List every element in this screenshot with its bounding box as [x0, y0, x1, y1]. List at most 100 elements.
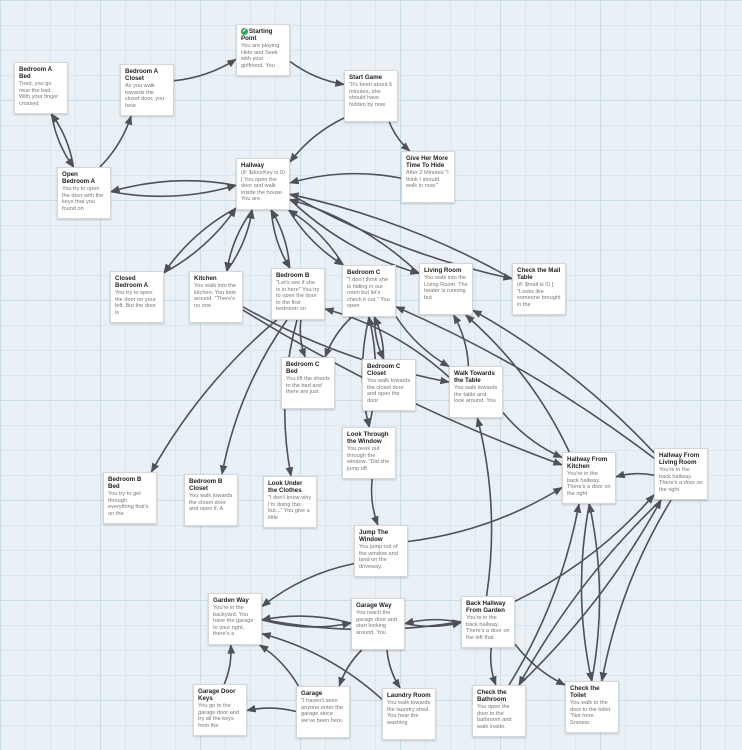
passage-title-text: Jump The Window	[359, 529, 389, 543]
passage-title: Check the Mail Table	[517, 267, 561, 281]
passage-title: Hallway From Kitchen	[567, 456, 611, 470]
link-garage-way-to-laundry	[386, 649, 401, 689]
passage-excerpt: You peek out through the window. "Did sh…	[347, 446, 390, 472]
passage-excerpt: You are playing Hide and Seek with your …	[241, 43, 280, 69]
link-hall-living-to-check-toilet	[599, 499, 672, 682]
link-check-bathroom-to-hall-kitchen	[508, 503, 582, 686]
link-hallway-to-mail-table	[289, 193, 513, 281]
passage-look-clothes[interactable]: Look Under the Clothes"I don't know why …	[263, 476, 317, 528]
passage-title: Living Room	[424, 267, 468, 274]
passage-title-text: Starting Point	[241, 28, 273, 43]
passage-excerpt: You try to get through everything that's…	[108, 491, 149, 517]
passage-excerpt: You reach the garage door and start look…	[356, 610, 398, 636]
link-hallway-to-kitchen	[224, 209, 253, 272]
passage-title: Jump The Window	[359, 529, 403, 543]
passage-excerpt: "Let's see if she is in here" You try to…	[276, 280, 320, 313]
link-look-window-to-jump-window	[370, 478, 379, 526]
passage-excerpt: (if: $doorKey is 0) [ You open the door …	[241, 170, 285, 203]
passage-hallway[interactable]: Hallway(if: $doorKey is 0) [ You open th…	[236, 158, 290, 210]
passage-title-text: Bedroom B Closet	[189, 478, 223, 492]
passage-excerpt: You're in the backyard. You have the gar…	[213, 605, 254, 638]
link-back-hall-garden-to-check-bathroom	[489, 647, 497, 686]
passage-title-text: Hallway From Kitchen	[567, 456, 608, 470]
passage-title: Check the Toilet	[570, 685, 614, 699]
link-start-to-start-game	[289, 60, 345, 87]
link-bedroom-b-to-bedB-closet	[219, 319, 288, 475]
passage-bedroom-c[interactable]: Bedroom C"I don't think she is hiding in…	[342, 265, 396, 317]
link-garage-to-garage-keys	[246, 704, 297, 713]
link-garage-way-to-garage	[338, 649, 363, 687]
passage-title: Bedroom A Closet	[125, 68, 169, 82]
passage-bedroom-b[interactable]: Bedroom B"Let's see if she is in here" Y…	[271, 268, 325, 320]
passage-title: Bedroom B Closet	[189, 478, 233, 492]
passage-title-text: Check the Toilet	[570, 685, 600, 699]
passage-title-text: Open Bedroom A	[62, 171, 96, 185]
passage-title-text: Look Through the Window	[347, 431, 389, 445]
passage-title-text: Hallway	[241, 162, 265, 169]
link-walk-table-to-bedroom-b	[324, 307, 450, 378]
passage-title-text: Garage Way	[356, 602, 392, 609]
passage-excerpt: You go to the garage door and try all th…	[198, 703, 240, 729]
passage-title-text: Bedroom C Closet	[367, 363, 401, 377]
link-hallway-to-bedroom-b	[270, 209, 291, 269]
passage-title: Laundry Room	[387, 692, 431, 699]
passage-title-text: Bedroom C	[347, 269, 381, 276]
passage-garage[interactable]: Garage"I haven't seen anyone enter the g…	[296, 686, 350, 738]
link-bedroom-b-to-bedC-bed	[298, 319, 306, 358]
passage-title-text: Garden Way	[213, 597, 249, 604]
passage-title-text: Bedroom B	[276, 272, 310, 279]
passage-excerpt: Tired, you go near the bed. With your fi…	[19, 81, 59, 107]
passage-title: Bedroom C Closet	[367, 363, 411, 377]
passage-title: ✔Starting Point	[241, 28, 285, 42]
link-jump-window-to-hall-kitchen	[407, 486, 563, 543]
passage-title: Hallway	[241, 162, 285, 169]
passage-title-text: Check the Mail Table	[517, 267, 561, 281]
passage-title-text: Bedroom A Bed	[19, 66, 52, 80]
passage-title: Check the Bathroom	[477, 689, 521, 703]
passage-title-text: Closed Bedroom A	[115, 275, 149, 289]
link-garage-keys-to-garden-way	[223, 644, 236, 685]
link-give-more-time-to-hallway	[289, 172, 402, 185]
passage-mail-table[interactable]: Check the Mail Table(if: $mail is 0) [ "…	[512, 263, 566, 315]
passage-title-text: Hallway From Living Room	[659, 452, 700, 466]
passage-start-game[interactable]: Start Game"It's been about 5 minutes, sh…	[344, 70, 398, 122]
link-laundry-to-garden-way	[261, 632, 383, 700]
link-garage-to-garden-way	[258, 644, 300, 687]
passage-excerpt: "I don't think she is hiding in our room…	[347, 277, 390, 310]
passage-title: Look Under the Clothes	[268, 480, 312, 494]
passage-excerpt: "I haven't seen anyone enter the garage …	[301, 698, 344, 724]
passage-title: Open Bedroom A	[62, 171, 106, 185]
passage-title: Bedroom A Bed	[19, 66, 63, 80]
passage-title-text: Walk Towards the Table	[454, 370, 495, 384]
link-bedroom-c-to-hallway	[287, 209, 344, 266]
link-back-hall-garden-to-walk-table	[475, 417, 493, 597]
passage-excerpt: You walk towards the closet door and ope…	[367, 378, 411, 404]
passage-excerpt: As you walk towards the closet door, you…	[125, 83, 165, 109]
passage-excerpt: You walk to the door to the toilet. "Not…	[570, 700, 612, 726]
